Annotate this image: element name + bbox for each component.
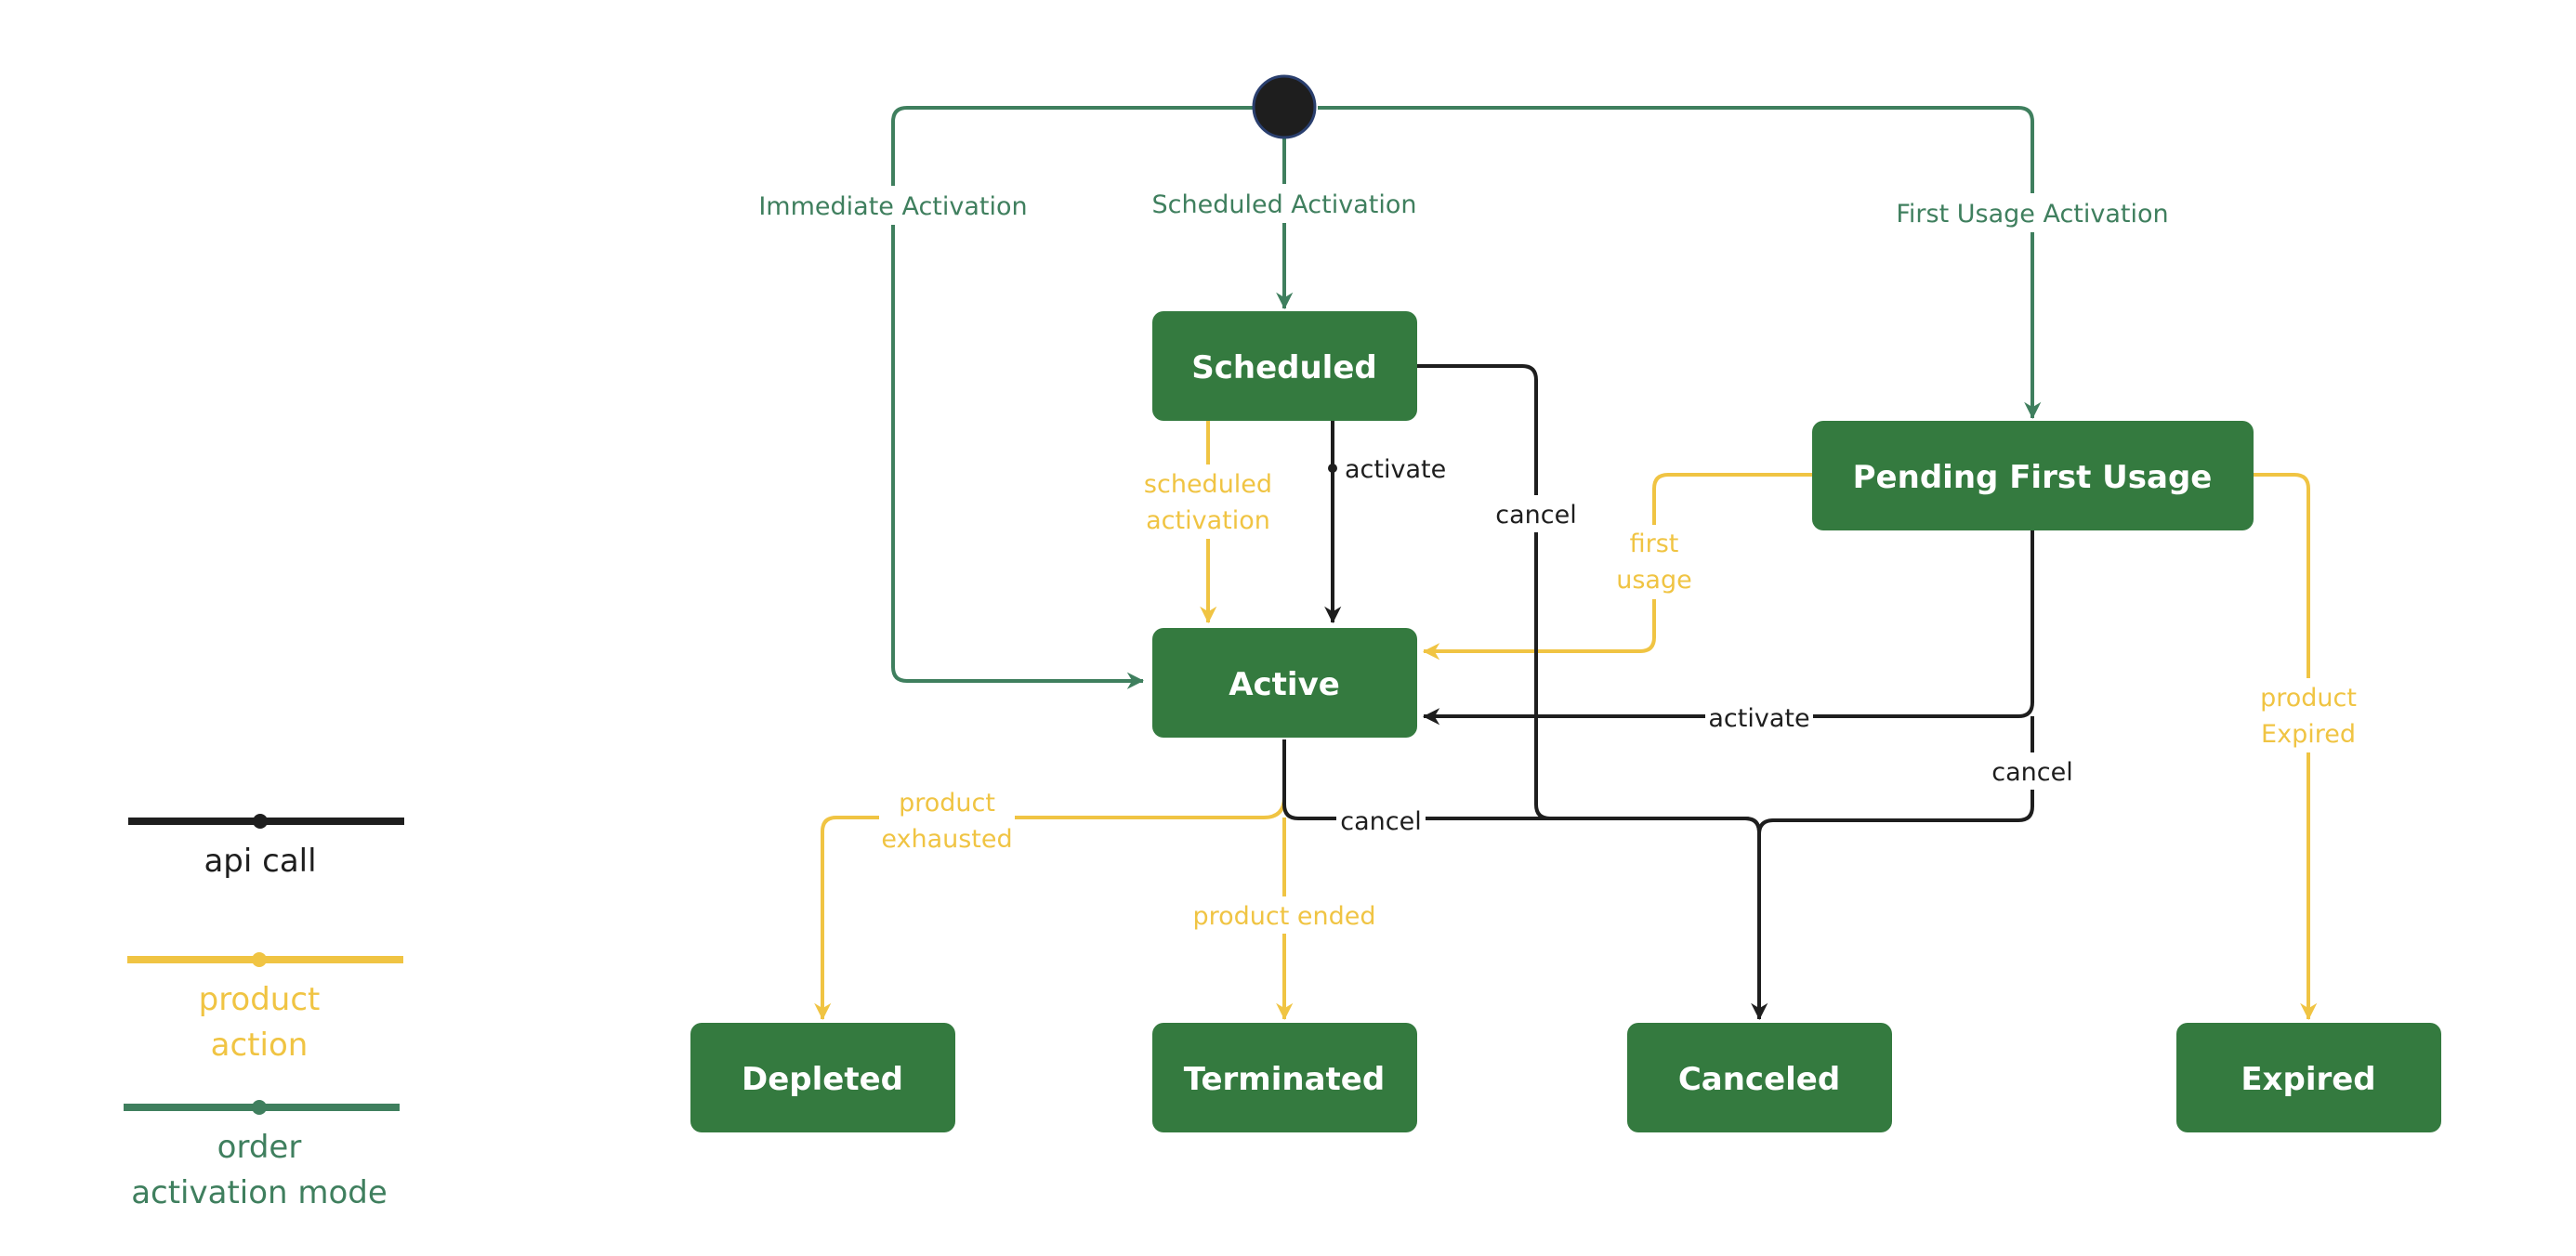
legend: api call product action order activation… bbox=[124, 814, 404, 1211]
svg-text:cancel: cancel bbox=[1340, 807, 1421, 836]
svg-text:Canceled: Canceled bbox=[1678, 1061, 1840, 1098]
svg-text:activation mode: activation mode bbox=[131, 1174, 388, 1211]
svg-text:cancel: cancel bbox=[1991, 758, 2072, 787]
label-scheduled-activation: Scheduled Activation bbox=[1152, 184, 1417, 223]
svg-text:Terminated: Terminated bbox=[1184, 1061, 1385, 1098]
svg-text:exhausted: exhausted bbox=[881, 825, 1012, 854]
edge-product-expired bbox=[2254, 473, 2318, 1020]
edge-first-usage-activation bbox=[1318, 106, 2042, 419]
svg-text:cancel: cancel bbox=[1495, 501, 1576, 530]
svg-text:product: product bbox=[2260, 684, 2357, 713]
svg-text:product: product bbox=[199, 981, 321, 1018]
svg-text:scheduled: scheduled bbox=[1144, 470, 1272, 499]
state-pending-first-usage: Pending First Usage bbox=[1812, 421, 2254, 530]
edge-cancel-from-active bbox=[1282, 739, 1768, 1020]
svg-text:activation: activation bbox=[1146, 506, 1270, 535]
svg-text:Pending First Usage: Pending First Usage bbox=[1853, 459, 2213, 496]
svg-text:first: first bbox=[1630, 530, 1679, 558]
label-activate-from-scheduled: activate bbox=[1340, 451, 1452, 488]
label-first-usage-activation: First Usage Activation bbox=[1896, 193, 2169, 232]
state-scheduled: Scheduled bbox=[1152, 311, 1417, 421]
svg-text:order: order bbox=[217, 1129, 302, 1166]
legend-api-call: api call bbox=[128, 814, 404, 880]
svg-text:activate: activate bbox=[1708, 704, 1809, 733]
edge-activate-from-scheduled bbox=[1324, 421, 1342, 623]
label-product-exhausted: product exhausted bbox=[879, 783, 1015, 857]
state-active: Active bbox=[1152, 628, 1417, 738]
svg-text:Immediate Activation: Immediate Activation bbox=[758, 192, 1027, 221]
svg-text:product: product bbox=[899, 789, 995, 818]
svg-text:action: action bbox=[211, 1027, 309, 1064]
edge-cancel-from-pending bbox=[1757, 716, 2034, 835]
label-scheduled-activation-product: scheduled activation bbox=[1137, 464, 1279, 539]
svg-text:activate: activate bbox=[1345, 455, 1446, 484]
label-cancel-from-scheduled: cancel bbox=[1492, 495, 1581, 532]
label-immediate-activation: Immediate Activation bbox=[758, 186, 1030, 225]
svg-text:api call: api call bbox=[204, 843, 316, 880]
edge-cancel-from-scheduled bbox=[1417, 364, 1761, 833]
svg-text:product ended: product ended bbox=[1192, 902, 1375, 931]
edge-immediate-activation bbox=[891, 106, 1253, 689]
label-first-usage: first usage bbox=[1608, 525, 1701, 599]
svg-text:First Usage Activation: First Usage Activation bbox=[1896, 200, 2168, 229]
svg-text:Depleted: Depleted bbox=[742, 1061, 903, 1098]
svg-text:Active: Active bbox=[1229, 666, 1340, 703]
svg-text:Expired: Expired bbox=[2241, 1061, 2375, 1098]
label-cancel-from-pending: cancel bbox=[1988, 752, 2077, 790]
svg-text:usage: usage bbox=[1616, 566, 1691, 595]
label-cancel-from-active: cancel bbox=[1336, 803, 1426, 838]
svg-text:Scheduled: Scheduled bbox=[1191, 349, 1377, 386]
state-canceled: Canceled bbox=[1627, 1023, 1892, 1132]
label-product-ended: product ended bbox=[1191, 896, 1377, 934]
label-product-expired: product Expired bbox=[2253, 678, 2364, 752]
label-activate-from-pending: activate bbox=[1705, 699, 1813, 736]
svg-text:Expired: Expired bbox=[2261, 720, 2356, 749]
edge-activate-from-pending bbox=[1423, 530, 2034, 726]
legend-product-action: product action bbox=[127, 952, 403, 1064]
state-terminated: Terminated bbox=[1152, 1023, 1417, 1132]
initial-node bbox=[1252, 74, 1317, 139]
svg-text:Scheduled Activation: Scheduled Activation bbox=[1152, 190, 1417, 219]
state-expired: Expired bbox=[2176, 1023, 2441, 1132]
legend-order-activation-mode: order activation mode bbox=[124, 1100, 400, 1211]
edge-product-exhausted bbox=[814, 796, 1286, 1020]
state-depleted: Depleted bbox=[690, 1023, 955, 1132]
